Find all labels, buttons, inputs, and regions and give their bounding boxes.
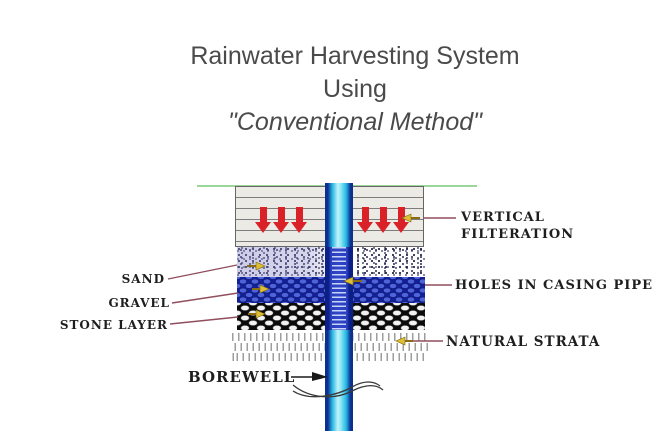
label-vertical-filteration: VERTICAL FILTERATION [461,210,575,242]
title-line-3: "Conventional Method" [227,108,483,136]
label-natural-strata: NATURAL STRATA [446,334,601,350]
borewell-pipe-bottom [325,330,353,431]
stone-leader-line [169,316,239,325]
title-line-1: Rainwater Harvesting System [190,42,520,70]
label-stone-layer: STONE LAYER [59,318,168,332]
down-arrow-icon [393,207,409,233]
label-sand: SAND [121,272,165,286]
borewell-arrow-icon [291,372,328,381]
borewell-casing-with-holes [325,247,353,330]
label-borewell: BOREWELL [188,368,296,386]
label-holes-in-casing-pipe: HOLES IN CASING PIPE [455,278,654,293]
title-block: Rainwater Harvesting System Using "Conve… [55,40,655,139]
borewell-pipe-top [325,183,353,247]
down-arrow-icon [255,207,271,233]
label-gravel: GRAVEL [108,296,170,310]
down-arrow-icon [375,207,391,233]
casing-holes-pattern [332,247,346,330]
down-arrow-icon [357,207,373,233]
gravel-leader-line [171,292,239,304]
down-arrow-icon [291,207,307,233]
title-line-2: Using [323,75,387,103]
down-arrow-icon [273,207,289,233]
sand-leader-line [167,264,238,280]
